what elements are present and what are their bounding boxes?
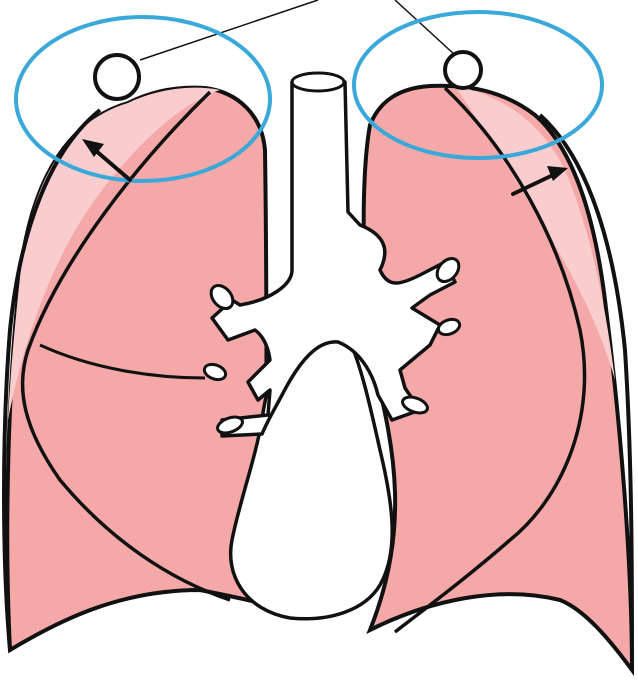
leader-lines xyxy=(140,0,455,60)
right-apex-marker xyxy=(95,55,139,99)
left-apex-marker xyxy=(445,52,481,88)
trachea-opening xyxy=(292,73,344,91)
leader-line-right xyxy=(140,0,318,60)
right-lung xyxy=(7,88,268,650)
